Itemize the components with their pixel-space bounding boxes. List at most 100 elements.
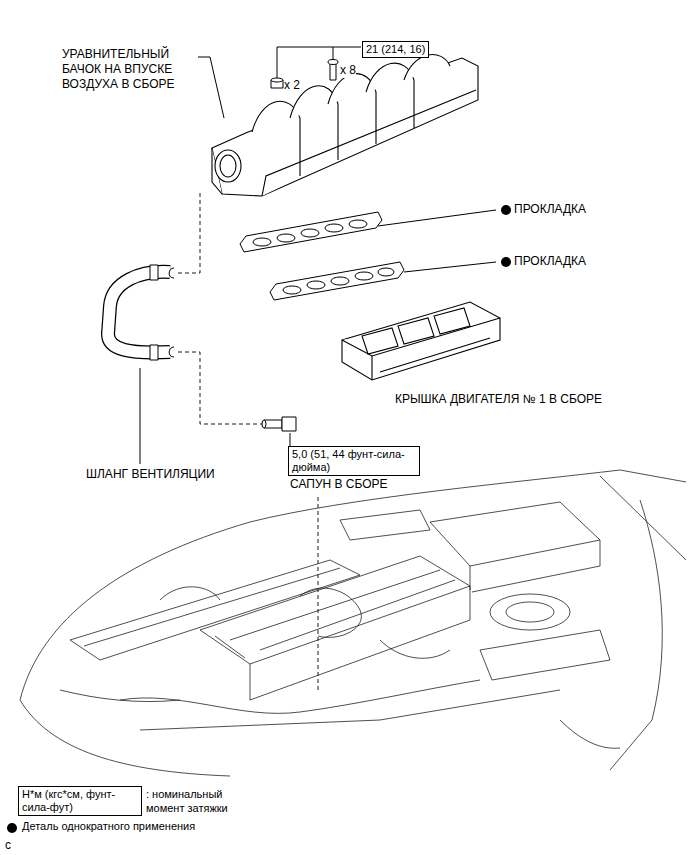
engine-bay-part bbox=[470, 540, 600, 592]
intake-plenum-part bbox=[337, 104, 338, 160]
dashed-lines bbox=[178, 192, 318, 690]
intake-plenum-part bbox=[413, 80, 414, 128]
figure-code: c bbox=[5, 838, 11, 853]
fasteners-part bbox=[271, 78, 283, 82]
part-name: ШЛАНГ ВЕНТИЛЯЦИИ bbox=[86, 467, 215, 482]
engine-cover-part bbox=[371, 356, 372, 380]
ventilation-hose-part bbox=[169, 347, 174, 357]
brackets-part bbox=[198, 57, 224, 118]
engine-bay-part bbox=[490, 594, 570, 630]
gaskets-part bbox=[283, 286, 301, 294]
breather-part bbox=[262, 420, 266, 428]
bullet-dots-part bbox=[7, 823, 17, 833]
breather-part bbox=[282, 417, 296, 431]
engine-bay-part bbox=[120, 680, 480, 713]
gaskets-part bbox=[301, 229, 319, 237]
gaskets-part bbox=[349, 220, 367, 228]
engine-cover-part bbox=[362, 328, 398, 354]
engine-bay-part bbox=[430, 502, 600, 566]
ventilation-hose-part bbox=[169, 268, 174, 278]
box-text: 21 (214, 16) bbox=[366, 43, 425, 56]
engine-cover-part bbox=[434, 308, 470, 334]
engine-cover-part bbox=[342, 302, 500, 380]
intake-plenum-part bbox=[375, 92, 376, 144]
engine-bay-part bbox=[60, 690, 180, 702]
engine-cover-part bbox=[342, 318, 500, 356]
gaskets-part bbox=[325, 224, 343, 232]
brackets-part bbox=[378, 210, 496, 226]
intake-plenum-part bbox=[299, 118, 300, 176]
legend-text: Деталь однократного применения bbox=[22, 820, 195, 834]
part-name: ПРОКЛАДКА bbox=[514, 202, 586, 217]
box-text: Н*м (кгс*см, фунт-сила-фут) bbox=[22, 788, 138, 814]
ventilation-hose-part bbox=[150, 345, 158, 360]
intake-plenum-part bbox=[404, 54, 450, 80]
part-name: ПРОКЛАДКА bbox=[514, 254, 586, 269]
intake-plenum bbox=[212, 54, 478, 196]
brackets-part bbox=[277, 47, 361, 79]
intake-plenum-part bbox=[220, 155, 236, 177]
box-text: 5,0 (51, 44 фунт-сила-дюйма) bbox=[292, 448, 416, 474]
quantity: x 8 bbox=[340, 63, 356, 78]
engine-bay-part bbox=[480, 630, 610, 680]
gaskets-part bbox=[253, 238, 271, 246]
engine-bay-part bbox=[380, 640, 450, 658]
engine-cover-part bbox=[398, 318, 434, 344]
gaskets-part bbox=[355, 272, 373, 280]
quantity: x 2 bbox=[284, 78, 300, 93]
engine-bay-part bbox=[70, 560, 360, 660]
ventilation-hose-part bbox=[150, 265, 158, 280]
ventilation-hose-part bbox=[108, 272, 170, 353]
part-name: САПУН В СБОРЕ bbox=[290, 477, 388, 492]
brackets-part bbox=[290, 433, 291, 446]
bullet-dots bbox=[7, 205, 511, 833]
legend-torque-box: Н*м (кгс*см, фунт-сила-фут) bbox=[18, 786, 142, 816]
ventilation-hose bbox=[108, 265, 174, 360]
gaskets-part bbox=[378, 268, 394, 276]
breather bbox=[262, 417, 296, 431]
fasteners-part bbox=[328, 60, 338, 65]
part-name: КРЫШКА ДВИГАТЕЛЯ № 1 В СБОРЕ bbox=[395, 392, 602, 407]
dashed-lines-part bbox=[178, 192, 200, 273]
brackets-part bbox=[404, 262, 496, 272]
engine-bay bbox=[20, 470, 686, 776]
torque-box: 21 (214, 16) bbox=[362, 41, 429, 58]
engine-bay-part bbox=[140, 690, 560, 730]
engine-cover-part bbox=[380, 338, 490, 372]
engine-bay-part bbox=[300, 588, 361, 637]
gaskets-part bbox=[331, 277, 349, 285]
engine-bay-part bbox=[84, 568, 340, 646]
engine-bay-part bbox=[20, 470, 686, 700]
fasteners bbox=[271, 60, 338, 89]
gaskets-part bbox=[270, 262, 404, 300]
breather-part bbox=[264, 420, 282, 428]
gaskets-part bbox=[277, 234, 295, 242]
engine-bay-part bbox=[160, 587, 220, 600]
engine-bay-part bbox=[600, 476, 686, 560]
gaskets bbox=[240, 212, 404, 300]
bullet-dots-part bbox=[501, 205, 511, 215]
ventilation-hose-part bbox=[108, 272, 170, 353]
legend-text: : номинальный момент затяжки bbox=[146, 788, 258, 816]
engine-bay-part bbox=[200, 556, 470, 664]
bullet-dots-part bbox=[501, 257, 511, 267]
torque-box: 5,0 (51, 44 фунт-сила-дюйма) bbox=[288, 446, 420, 476]
gaskets-part bbox=[307, 281, 325, 289]
engine-bay-part bbox=[340, 510, 430, 540]
engine-bay-part bbox=[20, 700, 230, 776]
engine-bay-part bbox=[506, 602, 554, 622]
engine-bay-part bbox=[250, 586, 470, 700]
engine-bay-part bbox=[560, 720, 620, 748]
intake-plenum-part bbox=[212, 58, 478, 196]
engine-cover bbox=[342, 302, 500, 380]
intake-plenum-part bbox=[215, 150, 241, 182]
engine-bay-part bbox=[215, 570, 455, 658]
engine-bay-part bbox=[610, 500, 662, 770]
brackets-part bbox=[140, 368, 141, 464]
part-name: УРАВНИТЕЛЬНЫЙ БАЧОК НА ВПУСКЕ ВОЗДУХА В … bbox=[62, 47, 190, 92]
gaskets-part bbox=[240, 212, 382, 252]
dashed-lines-part bbox=[178, 352, 262, 424]
dashed-lines-part bbox=[318, 497, 319, 690]
